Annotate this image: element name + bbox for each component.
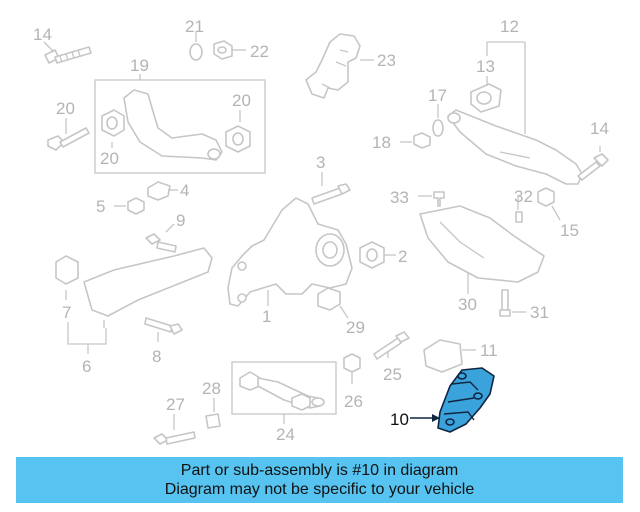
part-11-bushing xyxy=(423,339,476,373)
banner-line-2: Diagram may not be specific to your vehi… xyxy=(164,481,475,498)
part-10-highlighted[interactable] xyxy=(410,367,495,433)
callout-20b: 20 xyxy=(232,91,251,110)
callout-18: 18 xyxy=(372,133,391,152)
parts-diagram: 14 21 22 23 12 13 17 18 xyxy=(33,17,609,445)
callout-25: 24 xyxy=(276,425,295,444)
callout-26: 25 xyxy=(383,365,402,384)
callout-1: 1 xyxy=(262,307,271,326)
callout-7: 7 xyxy=(62,303,71,322)
callout-2: 2 xyxy=(398,247,407,266)
callout-10: 10 xyxy=(390,410,409,429)
part-23-nut xyxy=(213,40,246,60)
part-2-bushing xyxy=(359,241,396,269)
part-25-link xyxy=(239,371,325,411)
callout-9: 9 xyxy=(176,211,185,230)
part-12-arm xyxy=(447,109,583,185)
part-6-arm xyxy=(55,247,213,328)
part-14-bolt xyxy=(577,146,609,181)
part-17-washer xyxy=(432,104,444,137)
part-24-bracket xyxy=(305,33,374,99)
part-18-nut xyxy=(400,132,431,149)
banner-line-1: Part or sub-assembly is #10 in diagram xyxy=(180,462,459,479)
callout-17: 17 xyxy=(428,86,447,105)
part-32-bolt xyxy=(499,289,526,317)
part-4-plate xyxy=(147,181,178,201)
callout-24: 23 xyxy=(377,51,396,70)
part-15-nut xyxy=(537,187,561,221)
part-28-bolt xyxy=(153,414,196,445)
callout-32: 31 xyxy=(530,303,549,322)
part-22-ring xyxy=(189,32,203,61)
callout-4: 4 xyxy=(180,181,189,200)
part-31-seat xyxy=(419,205,545,294)
part-33-stud xyxy=(515,196,523,223)
part-5-nut xyxy=(114,197,145,215)
callout-5: 5 xyxy=(96,197,105,216)
info-banner: Part or sub-assembly is #10 in diagram D… xyxy=(16,457,623,503)
part-1-knuckle xyxy=(227,197,353,307)
callout-6: 6 xyxy=(82,357,91,376)
part-16-bolt xyxy=(43,41,92,64)
part-34-clip xyxy=(418,191,445,207)
callout-13: 13 xyxy=(476,57,495,76)
callout-8: 8 xyxy=(152,347,161,366)
callout-30: 29 xyxy=(346,318,365,337)
part-19-arm xyxy=(101,89,251,161)
callout-19: 19 xyxy=(130,56,149,75)
callout-27: 26 xyxy=(344,392,363,411)
callout-14: 14 xyxy=(590,119,609,138)
callout-28: 27 xyxy=(166,395,185,414)
part-21-bolt xyxy=(47,118,90,151)
part-30-bushing xyxy=(317,287,349,319)
callout-12: 12 xyxy=(500,17,519,36)
callout-29: 28 xyxy=(202,379,221,398)
callout-34: 33 xyxy=(390,188,409,207)
callout-3: 3 xyxy=(316,153,325,172)
callout-11: 11 xyxy=(480,341,498,360)
callout-31: 30 xyxy=(458,295,477,314)
callout-21: 20 xyxy=(56,99,75,118)
callout-20a: 20 xyxy=(100,149,119,168)
part-26-bolt xyxy=(373,331,410,360)
callout-22: 21 xyxy=(185,17,204,36)
part-29-clip xyxy=(205,398,221,429)
callout-33: 32 xyxy=(514,187,533,206)
part-8-bolt xyxy=(144,317,183,342)
callout-16: 14 xyxy=(33,25,52,44)
part-9-bolt xyxy=(145,223,177,253)
part-13-bushing xyxy=(470,83,502,113)
part-27-nut xyxy=(343,353,361,384)
part-3-bolt xyxy=(311,172,351,205)
callout-23: 22 xyxy=(250,42,269,61)
callout-15: 15 xyxy=(560,221,579,240)
